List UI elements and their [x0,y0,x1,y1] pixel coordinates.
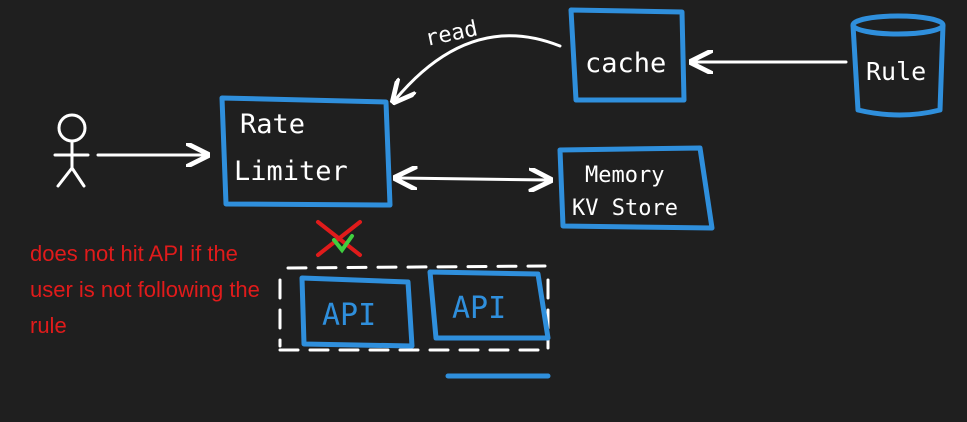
memory-label-line2: KV Store [572,196,678,221]
memory-label-line1: Memory [585,163,664,188]
rate-limiter-label-line1: Rate [240,109,305,140]
cache-label: cache [585,48,666,79]
rule-database-node: Rule [850,13,946,118]
cache-node: cache [568,7,687,103]
arrow-rate-limiter-memory [398,178,548,180]
rule-label: Rule [866,57,926,86]
blocked-cross-icon [316,220,362,257]
rate-limiter-label-line2: Limiter [234,156,348,187]
read-edge-label: read [423,16,480,51]
arrow-cache-to-rate-limiter [395,34,562,100]
stick-figure-icon [53,113,90,188]
api-node-2: API [427,269,551,341]
api-2-label: API [452,291,506,326]
memory-kv-store-node: Memory KV Store [557,145,715,231]
api-group-boundary [278,264,550,352]
api-1-label: API [322,298,376,333]
rate-limiter-node: Rate Limiter [219,95,393,208]
rate-limit-note: does not hit API if the user is not foll… [30,241,260,338]
check-mark-icon [332,234,354,254]
api-node-1: API [299,275,415,349]
